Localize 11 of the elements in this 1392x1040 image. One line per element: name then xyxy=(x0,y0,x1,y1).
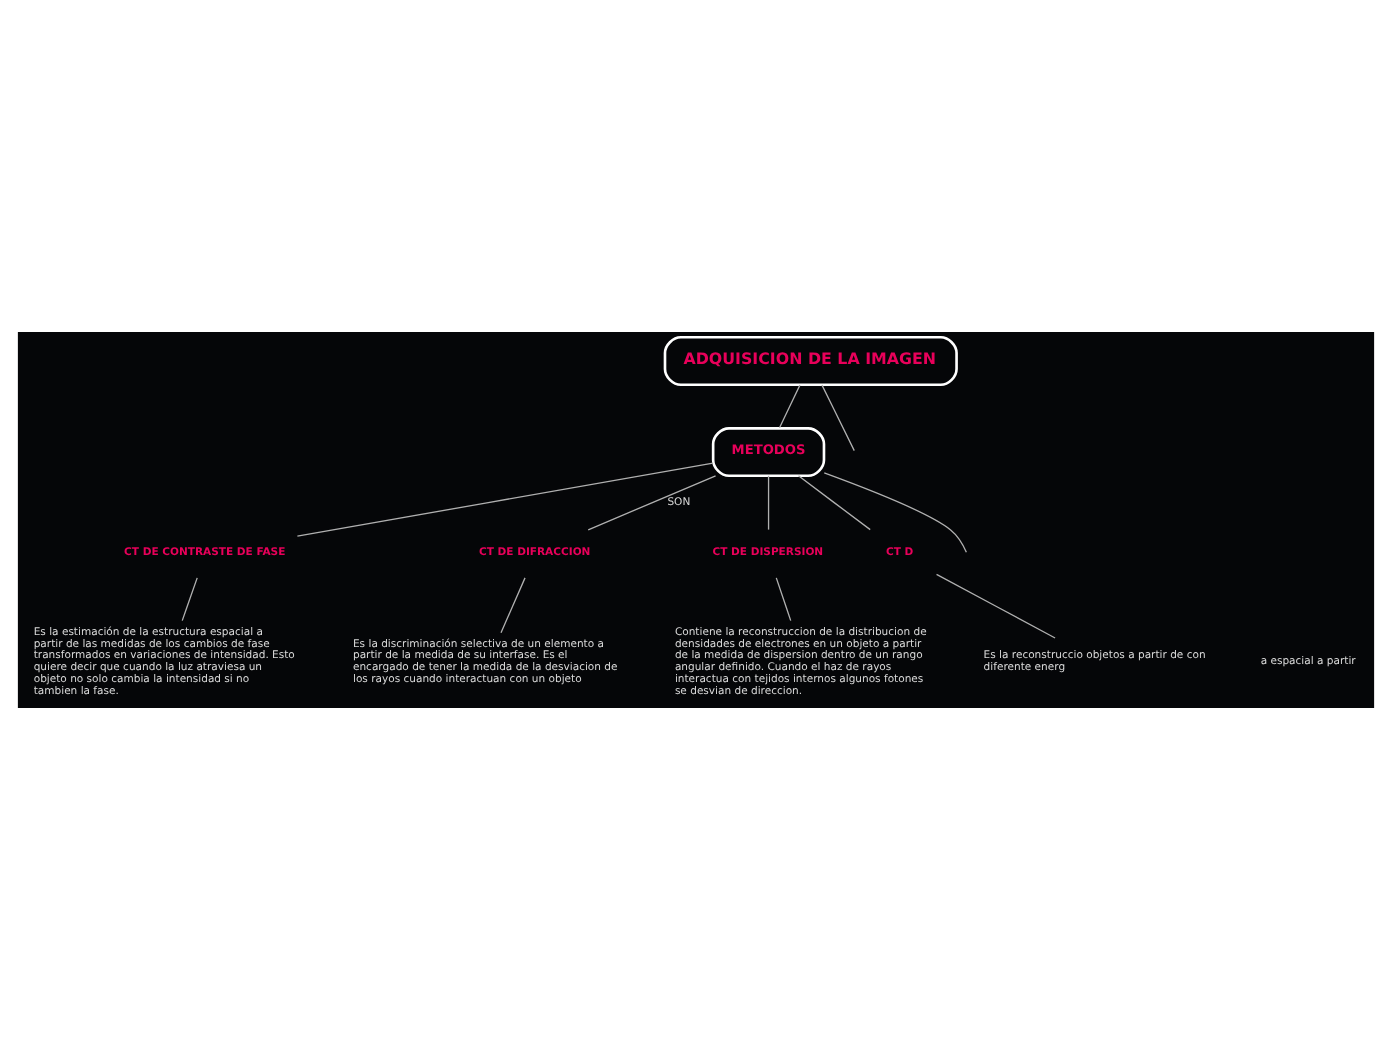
connector xyxy=(775,577,792,622)
connector xyxy=(778,384,801,429)
connector xyxy=(935,573,1056,639)
connector xyxy=(767,475,770,531)
connector xyxy=(296,462,714,537)
connector xyxy=(587,475,717,531)
connector xyxy=(823,472,968,553)
connector xyxy=(181,577,198,622)
connector xyxy=(500,577,526,634)
connector xyxy=(821,384,855,452)
connector xyxy=(797,475,871,531)
